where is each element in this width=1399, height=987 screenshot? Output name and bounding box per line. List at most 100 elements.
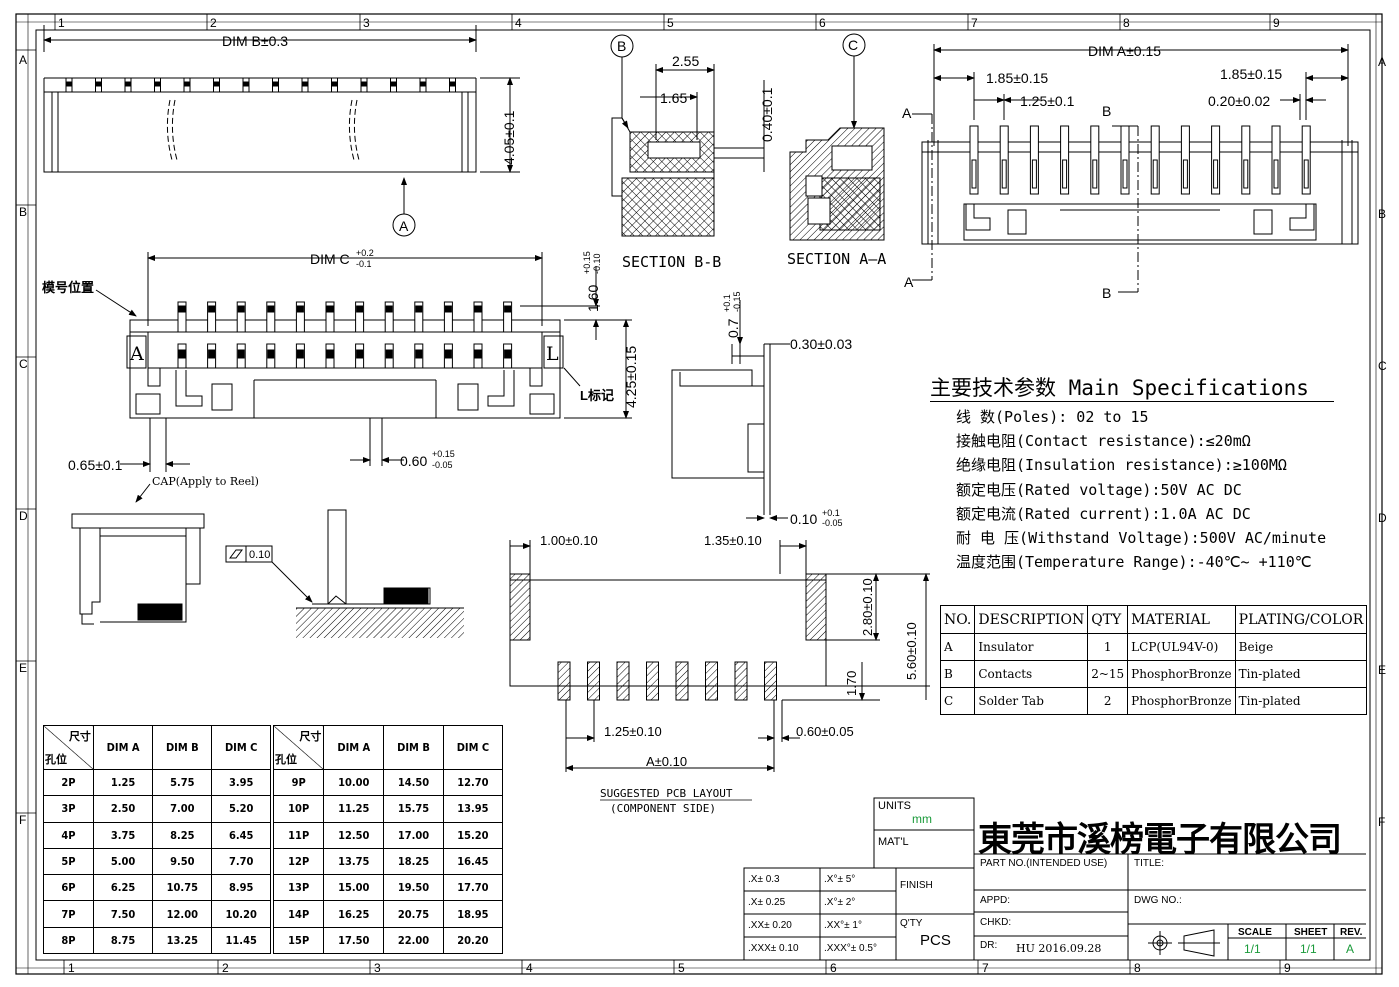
contact-pin xyxy=(473,301,483,333)
table-cell: 19.50 xyxy=(383,874,444,902)
border-row-label-right: B xyxy=(1378,207,1386,221)
border-row-label-left: A xyxy=(19,53,27,67)
contact-pin-tip xyxy=(420,81,426,87)
table-cell: 14.50 xyxy=(383,768,444,797)
contact-pin-mark xyxy=(415,349,423,359)
pcb-pad xyxy=(734,661,748,701)
table-cell: 6P xyxy=(43,874,94,902)
side-view xyxy=(671,300,790,521)
callout-b: B xyxy=(617,38,626,54)
finish-label: FINISH xyxy=(900,880,933,891)
tolerance-cell: .XX°± 1° xyxy=(824,920,862,931)
contact-pin-tip xyxy=(391,81,396,87)
tolerance-cell: .X± 0.3 xyxy=(748,874,780,885)
table-cell: 12.50 xyxy=(323,821,385,849)
spec-line: 温度范围(Temperature Range):-40℃~ +110℃ xyxy=(956,553,1312,572)
border-col-label-bottom: 9 xyxy=(1284,961,1291,975)
table-cell: 9P xyxy=(272,768,325,797)
materials-cell: Tin-plated xyxy=(1234,687,1368,715)
scale-label: SCALE xyxy=(1238,927,1272,938)
border-col-label-bottom: 2 xyxy=(222,961,229,975)
pcb-pad xyxy=(675,661,689,701)
contact-pin-tip xyxy=(125,81,131,87)
dim-060-label: 0.60 xyxy=(400,453,427,469)
table-cell: 10.20 xyxy=(211,900,271,928)
border-row-label-right: A xyxy=(1378,55,1386,69)
dim-165-label: 1.65 xyxy=(660,90,687,106)
cap-label: CAP(Apply to Reel) xyxy=(152,475,259,488)
dim-07-tol-up: +0.1 xyxy=(722,294,732,312)
corner-position-label: 孔位 xyxy=(45,753,67,766)
dim-065-label: 0.65±0.1 xyxy=(68,457,123,473)
contact-pin-tip xyxy=(332,81,337,87)
contact-pin xyxy=(177,301,187,333)
materials-cell: Contacts xyxy=(974,660,1089,688)
pcb-pad xyxy=(705,661,718,701)
table-cell: 17.50 xyxy=(323,926,385,955)
table-header-cell: DIM A xyxy=(92,725,154,770)
qty-value: PCS xyxy=(920,932,951,949)
table-cell: 15P xyxy=(272,926,325,955)
materials-header-cell: DESCRIPTION xyxy=(974,605,1089,634)
table-cell: 2P xyxy=(43,768,94,797)
contact-pin-tip xyxy=(385,305,393,313)
contact-pin-tip xyxy=(267,305,275,313)
table-cell: 7.00 xyxy=(152,795,213,823)
pcb-a-label: A±0.10 xyxy=(646,754,687,769)
pcb-pad xyxy=(616,661,630,701)
table-cell: 10.00 xyxy=(323,768,385,797)
materials-header-cell: MATERIAL xyxy=(1127,605,1236,634)
table-header-cell: DIM C xyxy=(211,725,271,770)
spec-line: 绝缘电阻(Insulation resistance):≥100MΩ xyxy=(956,456,1287,475)
specs-title: 主要技术参数 Main Specifications xyxy=(930,376,1309,400)
contact-pin-inner xyxy=(1122,159,1128,189)
l-mark-label: L标记 xyxy=(580,388,614,403)
dim-060-tol-dn: -0.05 xyxy=(432,460,453,470)
contact-pin xyxy=(443,301,453,333)
table-cell: 12.00 xyxy=(152,900,213,928)
contact-pin-mark xyxy=(178,349,186,359)
contact-pin-tip xyxy=(208,305,216,313)
contact-pin xyxy=(236,301,246,333)
section-aa xyxy=(789,33,885,241)
appd-label: APPD: xyxy=(980,895,1011,906)
dim-b-label: DIM B±0.3 xyxy=(222,33,288,49)
contact-pin-tip xyxy=(474,305,482,313)
tolerance-cell: .X± 0.25 xyxy=(748,897,786,908)
border-col-label-bottom: 8 xyxy=(1134,961,1141,975)
rev-label: REV. xyxy=(1340,927,1363,938)
contact-pin-tip xyxy=(415,305,423,313)
dim-010-label: 0.10 xyxy=(790,511,817,527)
contact-pin-inner xyxy=(971,159,977,189)
pcb-pad xyxy=(557,661,571,701)
border-row-label-left: B xyxy=(19,205,27,219)
contact-pin-mark xyxy=(237,349,245,359)
materials-cell: 2~15 xyxy=(1087,660,1129,688)
table-cell: 5.75 xyxy=(152,768,213,797)
border-col-label-top: 1 xyxy=(58,16,65,30)
front-view-middle xyxy=(95,252,632,472)
contact-pin-inner xyxy=(1062,159,1068,189)
border-col-label-top: 8 xyxy=(1123,16,1130,30)
materials-cell: Beige xyxy=(1234,633,1368,661)
materials-cell: 2 xyxy=(1087,687,1129,715)
contact-pin-mark xyxy=(267,349,275,359)
border-col-label-top: 6 xyxy=(819,16,826,30)
materials-cell: Solder Tab xyxy=(974,687,1089,715)
pcb-layout xyxy=(509,540,930,772)
front-view-right xyxy=(912,44,1359,293)
dim-07-label: 0.7 xyxy=(725,318,741,338)
pcb-pad xyxy=(646,661,659,701)
contact-pin-inner xyxy=(1092,159,1098,189)
border-col-label-top: 7 xyxy=(971,16,978,30)
table-cell: 17.00 xyxy=(383,821,444,849)
pcb-060-label: 0.60±0.05 xyxy=(796,724,854,739)
mold-position-label: 模号位置 xyxy=(42,280,94,295)
contact-pin-tip xyxy=(296,305,304,313)
matl-label: MAT'L xyxy=(878,836,909,848)
